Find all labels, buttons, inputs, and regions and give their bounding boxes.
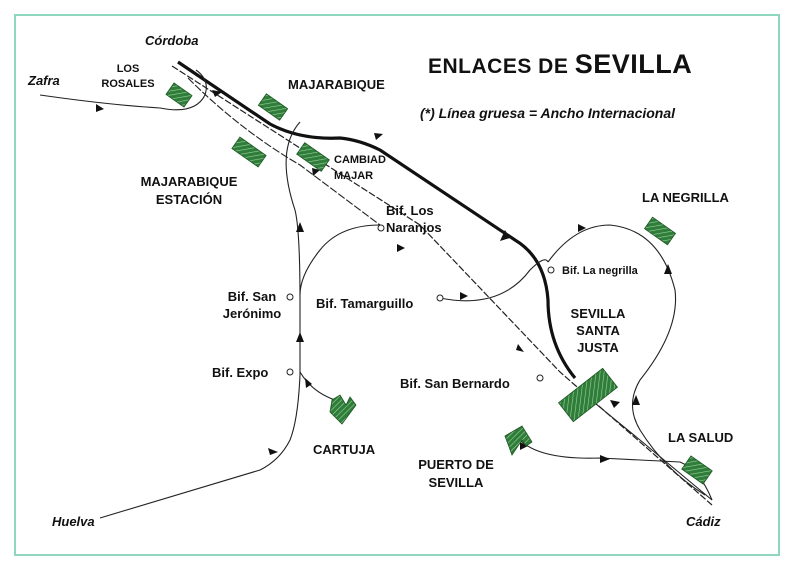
station-la-negrilla-marker (643, 216, 677, 246)
la-negrilla-loop (547, 224, 706, 496)
label-bif-la-negrilla: Bif. La negrilla (562, 265, 638, 277)
station-santa-justa-marker (557, 367, 619, 423)
label-bif-san-bernardo: Bif. San Bernardo (400, 376, 510, 391)
main-line-cordoba-cadiz (171, 65, 713, 506)
label-majarabique-estacion: MAJARABIQUE ESTACIÓN (140, 174, 238, 207)
direction-arrows (96, 90, 672, 463)
los-naranjos-link (299, 224, 381, 296)
station-cambiad-majar-marker (296, 142, 330, 172)
legend-note: (*) Línea gruesa = Ancho Internacional (420, 105, 676, 121)
endpoint-cadiz: Cádiz (686, 514, 721, 529)
endpoint-huelva: Huelva (52, 514, 95, 529)
label-majarabique: MAJARABIQUE (288, 77, 385, 92)
title-prefix: ENLACES DE (428, 55, 575, 78)
label-puerto-de-sevilla: PUERTO DE SEVILLA (418, 457, 494, 490)
cadiz-approach (584, 394, 713, 501)
label-bif-tamarguillo: Bif. Tamarguillo (316, 296, 414, 311)
junction-markers (286, 224, 555, 382)
zafra-line (39, 69, 207, 111)
label-bif-los-naranjos: Bif. Los Naranjos (386, 203, 442, 235)
title-city: SEVILLA (574, 49, 693, 79)
majarabique-estacion-branch (99, 121, 301, 519)
endpoint-cordoba: Córdoba (145, 33, 199, 48)
map-title: ENLACES DE SEVILLA (428, 51, 692, 78)
station-los-rosales-marker (165, 82, 193, 108)
label-los-rosales: LOS ROSALES (101, 63, 155, 90)
label-bif-san-jeronimo: Bif. San Jerónimo (222, 289, 282, 321)
tamarguillo-curve (439, 259, 549, 302)
line-parallel (187, 77, 381, 226)
label-bif-expo: Bif. Expo (212, 365, 269, 380)
label-sevilla-santa-justa: SEVILLA SANTA JUSTA (570, 306, 626, 355)
station-cartuja-marker (329, 394, 357, 425)
station-majarabique-estacion-marker (231, 136, 267, 168)
label-la-negrilla: LA NEGRILLA (642, 190, 729, 205)
label-la-salud: LA SALUD (668, 430, 734, 445)
cartuja-branch (299, 371, 336, 401)
map-frame (14, 14, 780, 556)
label-cambiad-majar: CAMBIAD MAJAR (334, 154, 386, 182)
international-gauge-line (177, 60, 577, 380)
station-majarabique-marker (257, 93, 289, 121)
station-puerto-marker (504, 425, 533, 456)
endpoint-zafra: Zafra (28, 73, 60, 88)
label-cartuja: CARTUJA (313, 442, 376, 457)
station-la-salud-marker (681, 455, 713, 485)
